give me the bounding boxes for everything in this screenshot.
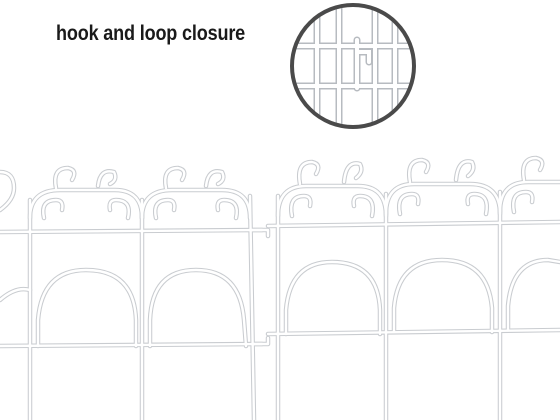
garden-fence-panels-icon [0, 155, 560, 420]
feature-caption: hook and loop closure [56, 22, 246, 45]
hook-closure-closeup-icon [290, 3, 416, 129]
